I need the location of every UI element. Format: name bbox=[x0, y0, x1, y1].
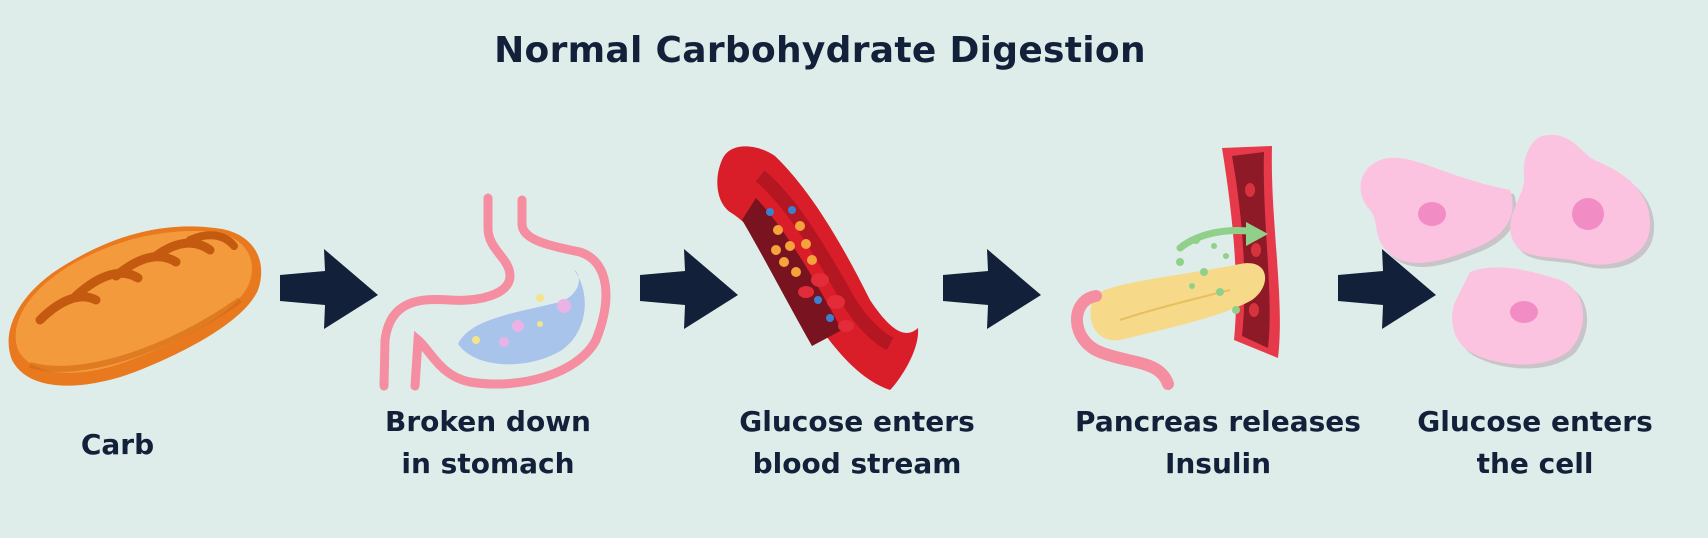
diagram-title: Normal Carbohydrate Digestion bbox=[494, 30, 1146, 71]
right-arrow-icon bbox=[280, 249, 378, 329]
right-arrow-icon bbox=[640, 249, 738, 329]
glucose-particles bbox=[766, 206, 854, 332]
right-arrow-icon bbox=[943, 249, 1041, 329]
bread-icon bbox=[8, 226, 262, 386]
step-label-line: Carb bbox=[80, 428, 155, 461]
stomach-fluid bbox=[458, 270, 585, 365]
stomach-icon bbox=[379, 193, 611, 391]
step-label-line: Pancreas releases bbox=[1075, 405, 1361, 438]
blood-vessel-icon bbox=[717, 146, 919, 390]
step-label-carb: Carb bbox=[50, 424, 185, 466]
step-label-line: in stomach bbox=[401, 447, 575, 480]
cells-icon bbox=[1360, 134, 1655, 369]
step-label-cell: Glucose enters the cell bbox=[1400, 401, 1670, 485]
step-label-line: Glucose enters bbox=[739, 405, 975, 438]
step-label-line: Glucose enters bbox=[1417, 405, 1653, 438]
step-label-line: blood stream bbox=[752, 447, 962, 480]
step-label-pancreas: Pancreas releases Insulin bbox=[1058, 401, 1378, 485]
step-label-line: the cell bbox=[1476, 447, 1594, 480]
step-label-line: Broken down bbox=[384, 405, 591, 438]
pancreas-icon bbox=[1071, 146, 1280, 390]
right-arrow-icon bbox=[1338, 249, 1436, 329]
step-label-line: Insulin bbox=[1164, 447, 1272, 480]
step-label-blood: Glucose enters blood stream bbox=[724, 401, 990, 485]
stomach-particles bbox=[472, 294, 571, 347]
step-label-stomach: Broken down in stomach bbox=[368, 401, 608, 485]
